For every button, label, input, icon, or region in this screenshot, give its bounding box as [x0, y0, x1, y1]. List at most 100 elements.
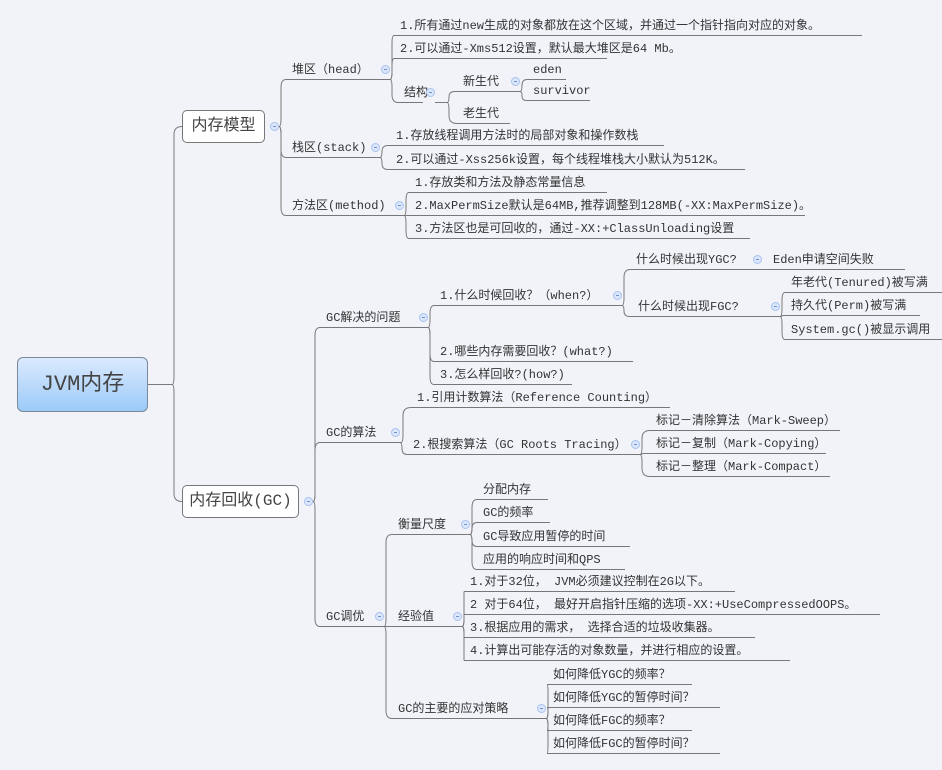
node-label: 什么时候出现FGC? — [638, 300, 739, 314]
node-label: GC的算法 — [326, 426, 377, 440]
node-stack-item[interactable]: 1.存放线程调用方法时的局部对象和操作数栈 — [390, 127, 664, 146]
collapse-icon[interactable] — [270, 122, 279, 131]
node-label: GC的主要的应对策略 — [398, 702, 509, 716]
connector-line — [427, 305, 435, 328]
node-method-item[interactable]: 1.存放类和方法及静态常量信息 — [409, 174, 607, 193]
node-label: 4.计算出可能存活的对象数量，并进行相应的设置。 — [470, 644, 749, 658]
node-label: System.gc()被显示调用 — [791, 323, 931, 337]
node-algo-item[interactable]: 标记－整理（Mark-Compact） — [650, 458, 830, 477]
node-gc-tuning[interactable]: GC调优 — [320, 608, 384, 627]
node-algo-item[interactable]: 标记－复制（Mark-Copying） — [650, 435, 826, 454]
node-roots-tracing[interactable]: 2.根搜索算法（GC Roots Tracing） — [407, 436, 640, 455]
node-label: 1.所有通过new生成的对象都放在这个区域，并通过一个指针指向对应的对象。 — [400, 19, 821, 33]
node-fgc-item[interactable]: 持久代(Perm)被写满 — [785, 297, 920, 316]
root-topic[interactable]: JVM内存 — [17, 357, 148, 412]
node-when[interactable]: 1.什么时候回收？（when?） — [434, 287, 622, 306]
node-fgc-item[interactable]: System.gc()被显示调用 — [785, 321, 942, 340]
node-exp-item[interactable]: 1.对于32位， JVM必须建议控制在2G以下。 — [464, 573, 735, 592]
node-strategy-item[interactable]: 如何降低YGC的暂停时间？ — [547, 689, 720, 708]
connector-line — [621, 305, 632, 317]
node-strategies[interactable]: GC的主要的应对策略 — [392, 700, 546, 719]
node-stack[interactable]: 栈区(stack) — [286, 139, 380, 158]
node-strategy-item[interactable]: 如何降低FGC的频率？ — [547, 712, 692, 731]
node-label: 年老代(Tenured)被写满 — [791, 276, 928, 290]
node-fgc[interactable]: 什么时候出现FGC? — [632, 298, 780, 317]
node-old-gen[interactable]: 老生代 — [457, 105, 510, 124]
node-label: 1.存放类和方法及静态常量信息 — [415, 176, 586, 190]
node-ygc-item[interactable]: Eden申请空间失败 — [767, 251, 905, 270]
node-metric-item[interactable]: 应用的响应时间和QPS — [477, 551, 625, 570]
collapse-icon[interactable] — [613, 291, 622, 300]
connector-line — [148, 384, 183, 502]
node-ygc[interactable]: 什么时候出现YGC? — [630, 251, 762, 270]
collapse-icon[interactable] — [304, 497, 313, 506]
node-heap-item[interactable]: 2.可以通过-Xms512设置，默认最大堆区是64 Mb。 — [394, 40, 681, 59]
connector-line — [545, 718, 549, 754]
collapse-icon[interactable] — [631, 440, 640, 449]
collapse-icon[interactable] — [426, 88, 435, 97]
connector-line — [461, 614, 465, 627]
node-eden[interactable]: eden — [527, 61, 566, 80]
collapse-icon[interactable] — [537, 704, 546, 713]
node-algo-item[interactable]: 标记－清除算法（Mark-Sweep） — [650, 412, 840, 431]
node-label: 如何降低FGC的频率？ — [553, 714, 671, 728]
node-fgc-item[interactable]: 年老代(Tenured)被写满 — [785, 274, 942, 293]
node-label: 堆区（head） — [292, 63, 369, 77]
collapse-icon[interactable] — [381, 65, 390, 74]
node-strategy-item[interactable]: 如何降低YGC的频率？ — [547, 666, 692, 685]
collapse-icon[interactable] — [371, 143, 380, 152]
connector-line — [469, 522, 478, 535]
collapse-icon[interactable] — [753, 255, 762, 264]
node-metric-item[interactable]: GC的频率 — [477, 504, 550, 523]
node-metric-item[interactable]: 分配内存 — [477, 481, 548, 500]
connector-line — [779, 316, 786, 340]
connector-line — [461, 626, 465, 661]
collapse-icon[interactable] — [375, 612, 384, 621]
node-what[interactable]: 2.哪些内存需要回收？(what?) — [434, 343, 633, 362]
node-metric-item[interactable]: GC导致应用暂停的时间 — [477, 528, 630, 547]
collapse-icon[interactable] — [511, 77, 520, 86]
node-gc-algorithms[interactable]: GC的算法 — [320, 424, 400, 443]
collapse-icon[interactable] — [419, 313, 428, 322]
node-ref-counting[interactable]: 1.引用计数算法（Reference Counting） — [411, 389, 670, 408]
node-method-item[interactable]: 2.MaxPermSize默认是64MB,推荐调整到128MB(-XX:MaxP… — [409, 197, 811, 216]
collapse-icon[interactable] — [395, 201, 404, 210]
node-label: GC导致应用暂停的时间 — [483, 530, 606, 544]
connector-line — [639, 453, 650, 455]
node-exp-item[interactable]: 3.根据应用的需求， 选择合适的垃圾收集器。 — [464, 619, 755, 638]
node-stack-item[interactable]: 2.可以通过-Xss256k设置，每个线程堆栈大小默认为512K。 — [390, 151, 745, 170]
connector-line — [312, 442, 321, 502]
node-structure[interactable]: 结构 — [398, 84, 435, 103]
node-label: 持久代(Perm)被写满 — [791, 299, 907, 313]
node-label: 新生代 — [463, 75, 500, 89]
node-label: 3.根据应用的需求， 选择合适的垃圾收集器。 — [470, 621, 720, 635]
connector-line — [389, 79, 399, 103]
collapse-icon[interactable] — [453, 612, 462, 621]
connector-line — [379, 145, 390, 158]
node-how[interactable]: 3.怎么样回收?(how?) — [434, 366, 572, 385]
node-label: 2.可以通过-Xms512设置，默认最大堆区是64 Mb。 — [400, 42, 681, 56]
node-method-item[interactable]: 3.方法区也是可回收的，通过-XX:+ClassUnloading设置 — [409, 220, 750, 239]
collapse-icon[interactable] — [461, 520, 470, 529]
node-strategy-item[interactable]: 如何降低FGC的暂停时间？ — [547, 735, 720, 754]
topic-gc[interactable]: 内存回收(GC) — [182, 485, 313, 518]
topic-memory-model[interactable]: 内存模型 — [182, 110, 279, 143]
connector-line — [389, 58, 395, 80]
node-experience[interactable]: 经验值 — [392, 608, 462, 627]
node-metrics[interactable]: 衡量尺度 — [392, 516, 470, 535]
node-heap[interactable]: 堆区（head） — [286, 61, 390, 80]
connector-line — [399, 442, 408, 455]
node-exp-item[interactable]: 4.计算出可能存活的对象数量，并进行相应的设置。 — [464, 642, 790, 661]
connector-line — [639, 454, 651, 477]
connector-line — [621, 269, 631, 306]
node-label: 栈区(stack) — [292, 141, 367, 155]
node-exp-item[interactable]: 2 对于64位， 最好开启指针压缩的选项-XX:+UseCompressedOO… — [464, 596, 880, 615]
node-heap-item[interactable]: 1.所有通过new生成的对象都放在这个区域，并通过一个指针指向对应的对象。 — [394, 17, 862, 36]
collapse-icon[interactable] — [771, 302, 780, 311]
node-young-gen[interactable]: 新生代 — [457, 73, 520, 92]
collapse-icon[interactable] — [391, 428, 400, 437]
connector-line — [379, 157, 390, 170]
node-gc-problems[interactable]: GC解决的问题 — [320, 309, 428, 328]
node-survivor[interactable]: survivor — [527, 82, 591, 101]
node-method-area[interactable]: 方法区(method) — [286, 197, 404, 216]
